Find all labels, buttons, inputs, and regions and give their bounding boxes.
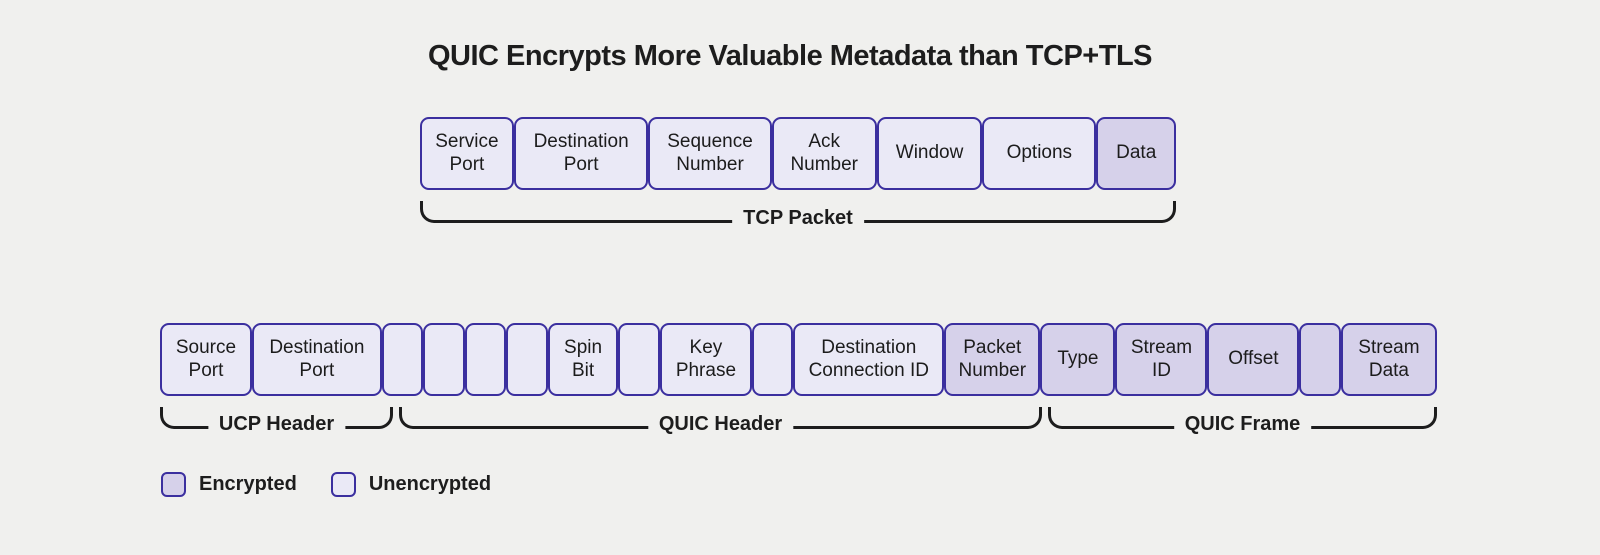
quic-cell-type: Type [1040,323,1116,396]
quic-frame-bracket: QUIC Frame [1048,407,1437,437]
quic-cell-empty-3 [464,323,507,396]
quic-cell-spin-bit: Spin Bit [547,323,619,396]
tcp-packet-bracket: TCP Packet [420,201,1176,231]
quic-cell-stream-id: Stream ID [1115,323,1208,396]
ucp-header-bracket: UCP Header [160,407,393,437]
quic-cell-packet-number: Packet Number [944,323,1041,396]
tcp-cell-options: Options [982,117,1097,190]
quic-header-bracket-label: QUIC Header [647,413,794,437]
tcp-cell-data: Data [1096,117,1176,190]
quic-frame-bracket-label: QUIC Frame [1173,413,1312,437]
tcp-cell-service-port: Service Port [420,117,514,190]
unencrypted-swatch-icon [330,472,356,497]
quic-cell-empty-6 [751,323,794,396]
legend-item-unencrypted: Unencrypted [330,472,492,497]
quic-cell-destination-connection-id: Destination Connection ID [793,323,945,396]
tcp-packet-bracket-label: TCP Packet [732,207,864,231]
encrypted-swatch-icon [161,472,186,497]
legend-label-encrypted: Encrypted [199,473,297,495]
quic-cell-empty-7 [1299,323,1341,396]
legend-label-unencrypted: Unencrypted [368,473,492,495]
quic-packet-row: Source Port Destination Port Spin Bit Ke… [160,323,1437,396]
legend-item-encrypted: Encrypted [161,472,297,497]
ucp-header-bracket-label: UCP Header [207,413,346,437]
quic-header-bracket: QUIC Header [399,407,1042,437]
quic-cell-source-port: Source Port [160,323,252,396]
tcp-packet-row: Service Port Destination Port Sequence N… [420,117,1176,190]
diagram-title: QUIC Encrypts More Valuable Metadata tha… [427,40,1153,72]
tcp-cell-ack-number: Ack Number [771,117,877,190]
tcp-cell-destination-port: Destination Port [513,117,649,190]
quic-cell-key-phrase: Key Phrase [659,323,752,396]
tcp-cell-sequence-number: Sequence Number [648,117,772,190]
tcp-cell-window: Window [876,117,983,190]
quic-cell-offset: Offset [1207,323,1300,396]
quic-cell-stream-data: Stream Data [1340,323,1437,396]
quic-cell-empty-5 [618,323,660,396]
quic-cell-destination-port: Destination Port [251,323,382,396]
quic-cell-empty-2 [423,323,465,396]
quic-cell-empty-1 [381,323,424,396]
legend: Encrypted Unencrypted [161,472,491,497]
quic-cell-empty-4 [506,323,548,396]
